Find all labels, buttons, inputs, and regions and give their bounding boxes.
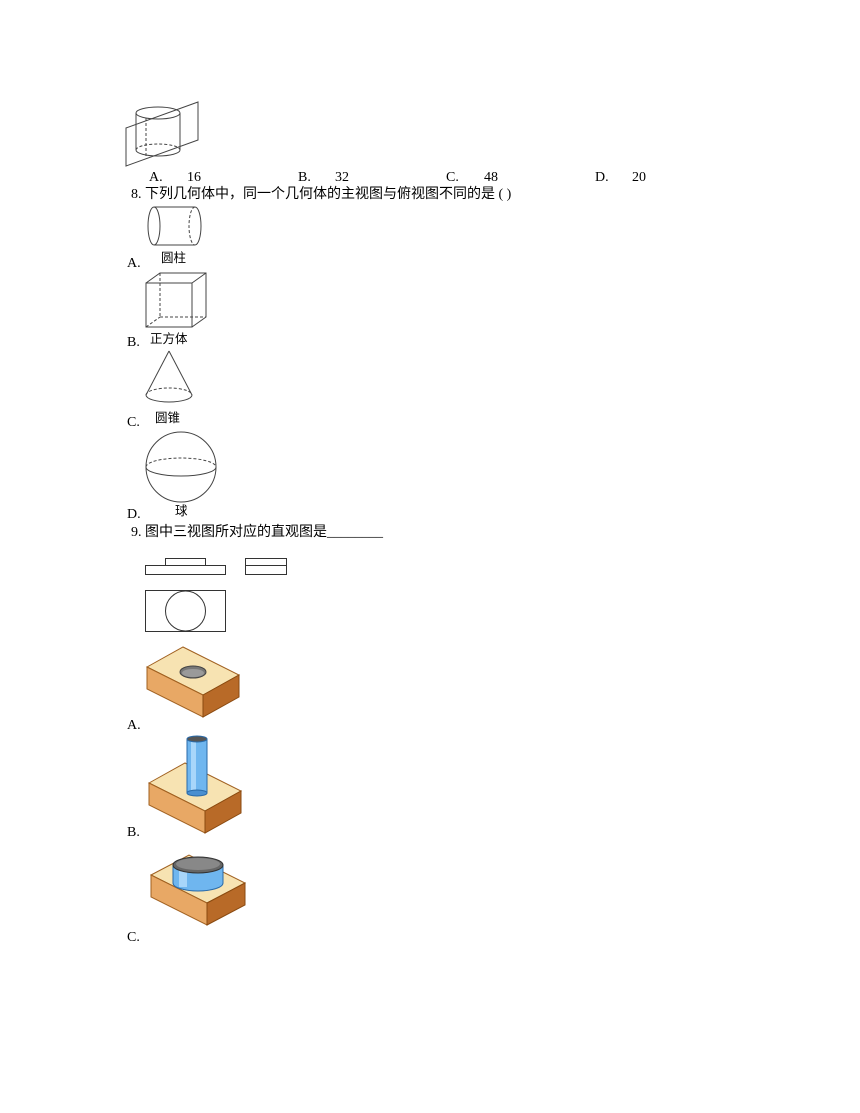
cube-figure <box>145 272 207 328</box>
q8-option-d-caption: 球 <box>175 503 188 518</box>
block-with-tall-cylinder-figure <box>147 735 243 834</box>
q9-stem: 9. 图中三视图所对应的直观图是________ <box>131 525 383 540</box>
q9-option-a-letter: A. <box>127 718 141 733</box>
block-with-short-cylinder-figure <box>149 854 247 926</box>
q7-option-c-letter: C. <box>446 170 459 185</box>
cone-figure <box>145 350 193 403</box>
q7-option-d-letter: D. <box>595 170 609 185</box>
q7-option-a-letter: A. <box>149 170 163 185</box>
q8-stem: 8. 下列几何体中，同一个几何体的主视图与俯视图不同的是 ( ) <box>131 187 512 202</box>
q8-option-d-letter: D. <box>127 507 141 522</box>
block-with-hole-figure <box>145 646 241 718</box>
q7-option-b-value: 32 <box>335 170 349 185</box>
cylinder-figure <box>147 206 202 246</box>
q9-option-c-letter: C. <box>127 930 140 945</box>
q7-option-b-letter: B. <box>298 170 311 185</box>
q7-option-d-value: 20 <box>632 170 646 185</box>
q8-option-c-caption: 圆锥 <box>155 410 181 425</box>
three-views-figure <box>145 558 287 632</box>
q8-option-b-caption: 正方体 <box>150 331 188 346</box>
q7-option-c-value: 48 <box>484 170 498 185</box>
cylinder-plane-figure <box>125 101 199 167</box>
sphere-figure <box>145 431 217 503</box>
q8-option-a-letter: A. <box>127 256 141 271</box>
q8-option-c-letter: C. <box>127 415 140 430</box>
q8-option-a-caption: 圆柱 <box>161 250 187 265</box>
q7-option-a-value: 16 <box>187 170 201 185</box>
q8-option-b-letter: B. <box>127 335 140 350</box>
q9-option-b-letter: B. <box>127 825 140 840</box>
